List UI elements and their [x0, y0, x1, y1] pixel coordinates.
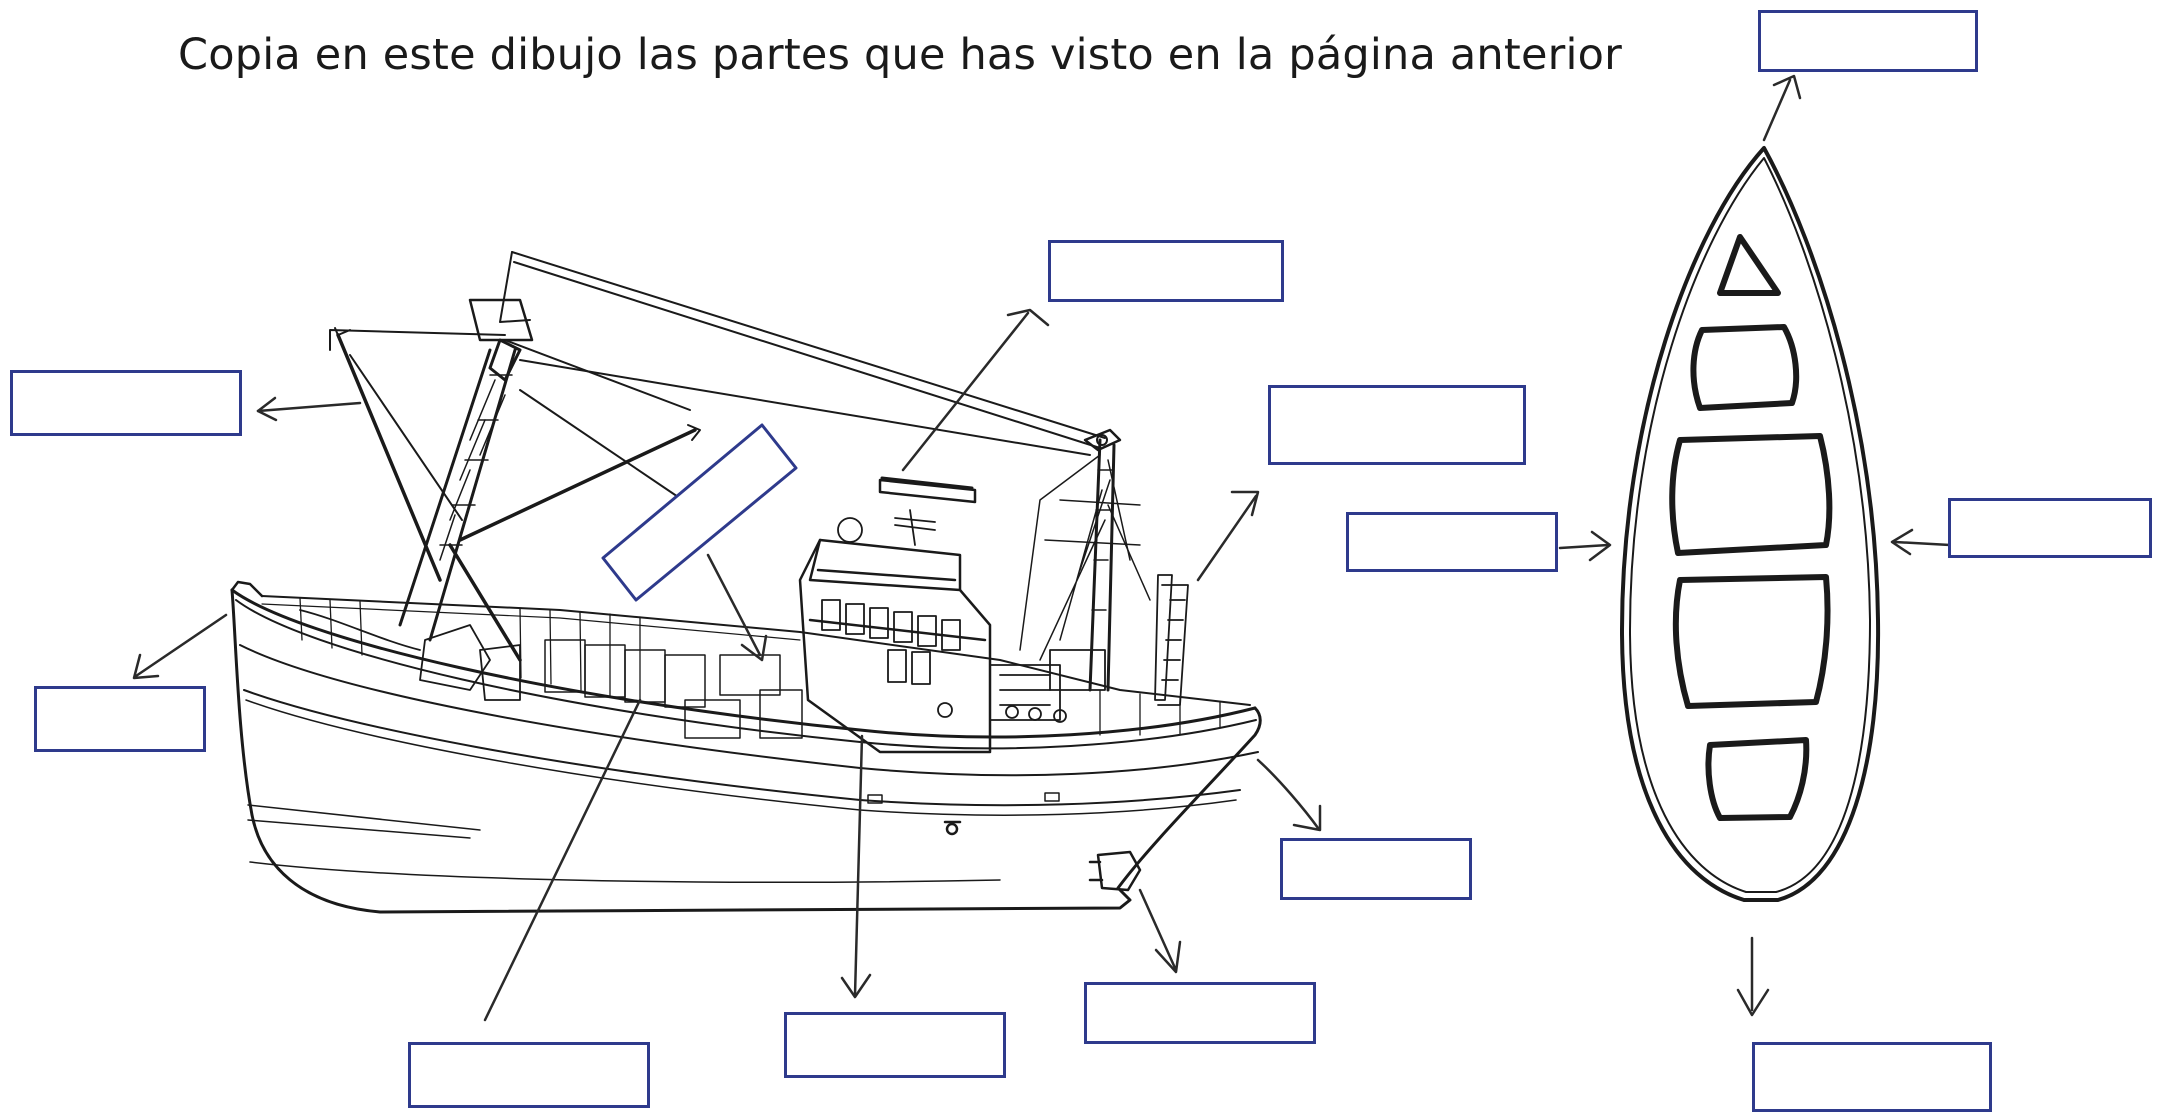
answer-input-hull-side[interactable]: [1349, 515, 1555, 569]
answer-box-stern[interactable]: [34, 686, 206, 752]
answer-box-plan-top[interactable]: [1758, 10, 1978, 72]
answer-input-upper-mid[interactable]: [1051, 243, 1281, 299]
answer-box-upper-mid[interactable]: [1048, 240, 1284, 302]
answer-box-right-mast[interactable]: [1268, 385, 1526, 465]
answer-box-plan-right[interactable]: [1948, 498, 2152, 558]
arrow-top-left: [256, 401, 362, 413]
answer-input-keel-mid[interactable]: [787, 1015, 1003, 1075]
answer-input-top-left[interactable]: [13, 373, 239, 433]
answer-input-rudder[interactable]: [1087, 985, 1313, 1041]
answer-box-plan-bottom[interactable]: [1752, 1042, 1992, 1112]
answer-input-stern[interactable]: [37, 689, 203, 749]
answer-box-rudder[interactable]: [1084, 982, 1316, 1044]
pointer-arrows: [132, 74, 1952, 1022]
answer-input-keel-left[interactable]: [411, 1045, 647, 1105]
answer-input-plan-right[interactable]: [1951, 501, 2149, 555]
answer-box-keel-mid[interactable]: [784, 1012, 1006, 1078]
tilted-label-box: [601, 423, 798, 602]
answer-input-plan-top[interactable]: [1761, 13, 1975, 69]
answer-input-stem[interactable]: [1283, 841, 1469, 897]
boat-top-view: [1620, 146, 1881, 902]
answer-box-top-left[interactable]: [10, 370, 242, 436]
answer-box-hull-side[interactable]: [1346, 512, 1558, 572]
boat-side-view: [230, 251, 1262, 914]
answer-input-right-mast[interactable]: [1271, 388, 1523, 462]
answer-box-keel-left[interactable]: [408, 1042, 650, 1108]
answer-box-stem[interactable]: [1280, 838, 1472, 900]
instruction-heading: Copia en este dibujo las partes que has …: [178, 30, 1623, 80]
answer-input-plan-bottom[interactable]: [1755, 1045, 1989, 1109]
